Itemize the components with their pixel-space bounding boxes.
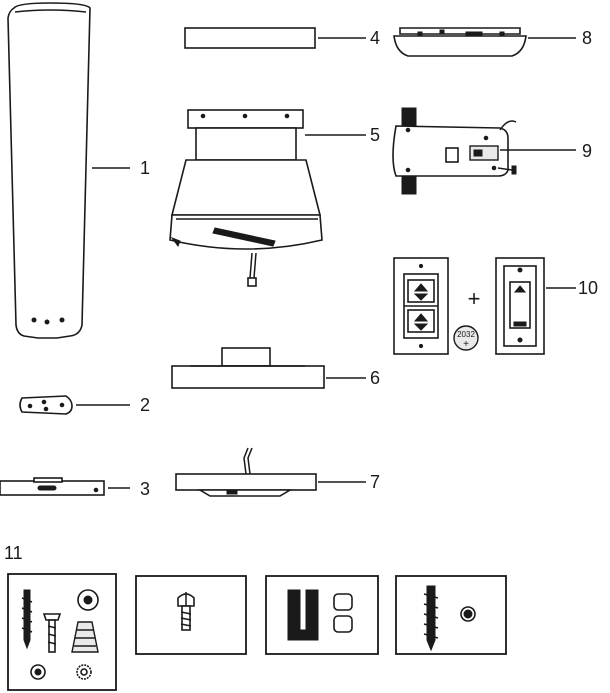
part-number-6: 6 (370, 368, 380, 388)
canopy-ring-drawing: 4 (184, 27, 380, 49)
hardware-bags-drawing: 11 (4, 543, 507, 691)
part-number-10: 10 (578, 278, 598, 298)
battery-icon (453, 325, 479, 351)
switch-cup-drawing: 6 (171, 347, 380, 389)
plus-sign: + (468, 286, 481, 311)
blade-bracket-drawing: 2 (19, 395, 150, 415)
part-number-11: 11 (4, 543, 23, 563)
hardware-bag-3 (265, 575, 379, 655)
mounting-plate-drawing: 3 (0, 477, 150, 499)
hardware-bag-4 (395, 575, 507, 655)
part-number-7: 7 (370, 472, 380, 492)
receiver-drawing: 9 (392, 107, 592, 195)
hardware-bag-1 (7, 573, 117, 691)
part-number-4: 4 (370, 28, 380, 48)
hardware-bag-2 (135, 575, 247, 655)
motor-housing-drawing: 5 (169, 109, 380, 287)
part-number-2: 2 (140, 395, 150, 415)
battery-label: 2032 (457, 330, 475, 339)
part-number-9: 9 (582, 141, 592, 161)
light-pan-drawing: 7 (175, 447, 380, 497)
part-number-1: 1 (140, 158, 150, 178)
battery-plus: + (463, 339, 469, 350)
part-number-8: 8 (582, 28, 592, 48)
part-number-3: 3 (140, 479, 150, 499)
part-number-5: 5 (370, 125, 380, 145)
blade-drawing: 1 (7, 2, 150, 339)
ceiling-canopy-drawing: 8 (393, 27, 592, 57)
wall-control-drawing: 2032 + + 10 (393, 257, 598, 355)
